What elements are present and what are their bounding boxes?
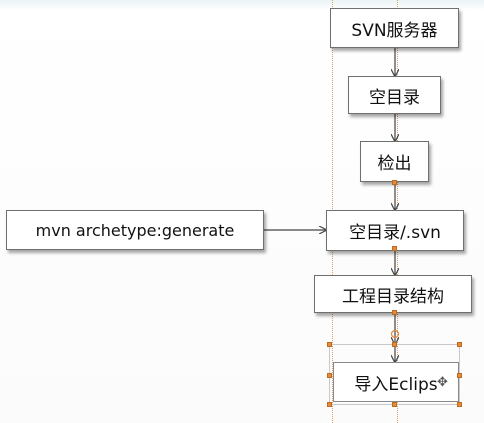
resize-handle-mid[interactable]	[392, 246, 397, 251]
move-cursor-icon: ✥	[437, 375, 448, 390]
node-empty-dir-label: 空目录	[369, 87, 420, 108]
node-empty-dir[interactable]: 空目录	[348, 76, 441, 114]
node-empty-dir-svn-label: 空目录/.svn	[349, 223, 441, 243]
resize-handle-top-left[interactable]	[327, 342, 332, 347]
resize-handle-top[interactable]	[392, 180, 397, 185]
node-svn-server[interactable]: SVN服务器	[330, 8, 459, 48]
resize-handle-lower[interactable]	[392, 310, 397, 315]
node-svn-server-label: SVN服务器	[351, 20, 438, 41]
rotation-anchor-icon[interactable]	[390, 329, 400, 339]
resize-handle-top-right[interactable]	[457, 342, 462, 347]
node-project-structure[interactable]: 工程目录结构	[314, 275, 472, 313]
node-checkout[interactable]: 检出	[360, 141, 429, 182]
resize-handle-mid-right[interactable]	[457, 373, 462, 378]
node-import-eclipse-label: 导入Eclips	[354, 374, 438, 395]
node-mvn-archetype[interactable]: mvn archetype:generate	[6, 210, 264, 250]
node-import-eclipse[interactable]: 导入Eclips	[333, 362, 459, 402]
node-mvn-archetype-label: mvn archetype:generate	[35, 220, 235, 240]
resize-handle-bottom-left[interactable]	[327, 402, 332, 407]
resize-handle-bottom-center[interactable]	[392, 402, 397, 407]
resize-handle-mid-left[interactable]	[327, 373, 332, 378]
resize-handle-top-center[interactable]	[392, 342, 397, 347]
top-banner-strip	[0, 0, 484, 10]
node-checkout-label: 检出	[377, 154, 412, 174]
node-project-structure-label: 工程目录结构	[342, 286, 444, 307]
resize-handle-bottom-right[interactable]	[457, 402, 462, 407]
node-empty-dir-svn[interactable]: 空目录/.svn	[326, 210, 464, 251]
